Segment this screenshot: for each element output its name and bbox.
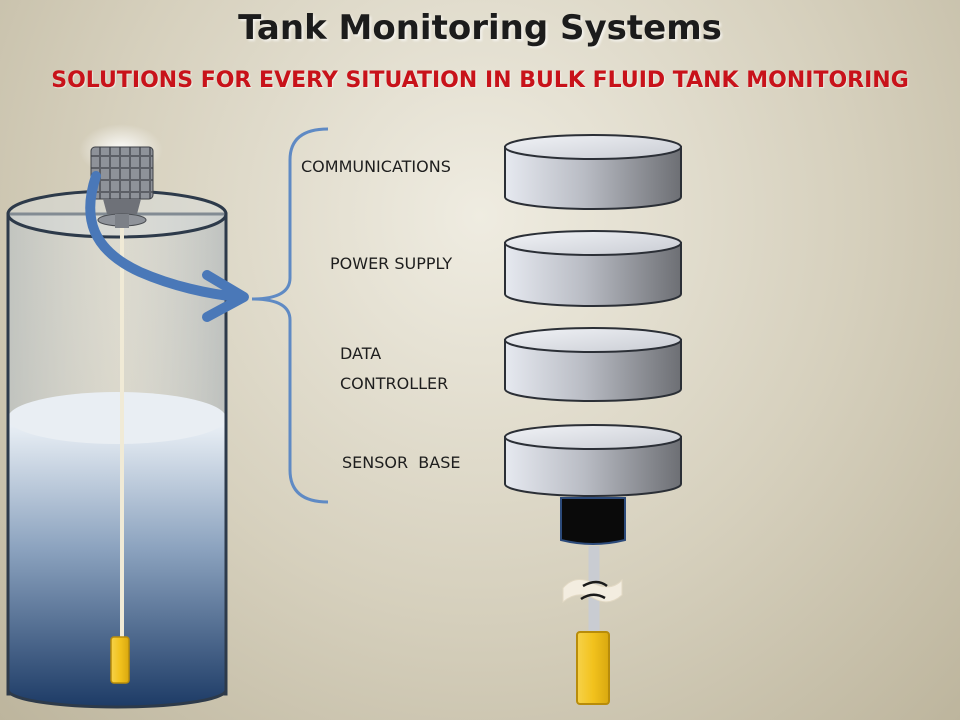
break-symbol-icon (562, 578, 623, 604)
page-title: Tank Monitoring Systems (238, 8, 722, 48)
module-power-supply (504, 230, 682, 307)
brace (251, 127, 329, 504)
label-data-controller: DATA CONTROLLER (340, 339, 448, 399)
liquid-surface (8, 392, 226, 444)
label-sensor-base: SENSOR BASE (342, 453, 461, 472)
module-sensor-base (504, 424, 682, 497)
label-data-controller-line1: DATA (340, 344, 382, 363)
label-communications: COMMUNICATIONS (301, 157, 451, 176)
module-communications (504, 134, 682, 210)
arrow-icon (85, 171, 249, 322)
sensor-mount (560, 497, 626, 545)
label-power-supply: POWER SUPPLY (330, 254, 453, 273)
tank-liquid (8, 418, 226, 707)
page-subtitle: SOLUTIONS FOR EVERY SITUATION IN BULK FL… (51, 68, 909, 93)
label-data-controller-line2: CONTROLLER (340, 374, 449, 393)
tank (6, 189, 228, 709)
module-probe (576, 631, 610, 705)
tank-probe (110, 636, 130, 684)
tank-sensor-head (79, 124, 163, 228)
module-data-controller (504, 327, 682, 402)
